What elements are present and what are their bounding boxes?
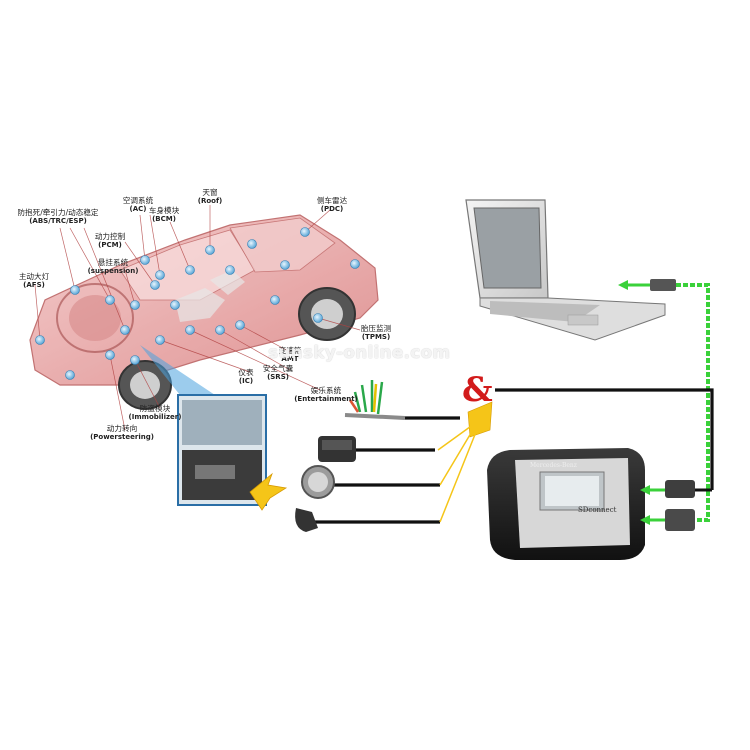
- label-ac-en: (AC): [129, 205, 147, 213]
- ecu-nodes: [35, 227, 360, 380]
- adapter-cables: [295, 380, 406, 532]
- label-pcm: 动力控制(PCM): [95, 232, 125, 250]
- label-srs-en: (SRS): [267, 373, 289, 381]
- label-pcm-en: (PCM): [98, 241, 122, 249]
- label-srs: 安全气囊(SRS): [263, 364, 293, 382]
- label-amt-cn: 变速箱: [278, 346, 302, 355]
- label-tpms-en: (TPMS): [361, 333, 391, 341]
- label-suspension-en: (suspension): [87, 267, 139, 275]
- label-abs-cn: 防抱死/牵引力/动态稳定: [17, 208, 99, 217]
- label-srs-cn: 安全气囊: [262, 364, 294, 373]
- label-abs: 防抱死/牵引力/动态稳定(ABS/TRC/ESP): [17, 208, 98, 226]
- device-connectors: [640, 480, 712, 531]
- black-cables: [315, 388, 714, 524]
- label-pdc-en: (PDC): [320, 205, 344, 213]
- label-ac-cn: 空调系统: [122, 196, 154, 205]
- laptop: [465, 199, 666, 341]
- ampersand-symbol: &: [462, 370, 493, 410]
- laptop-cable: [618, 279, 710, 522]
- yellow-arrows: [437, 401, 493, 523]
- label-entertainment: 娱乐系统(Entertainment): [294, 386, 358, 404]
- device-model: SDconnect: [578, 506, 617, 514]
- label-abs-en: (ABS/TRC/ESP): [29, 217, 87, 225]
- label-pcm-cn: 动力控制: [94, 232, 126, 241]
- label-tpms-cn: 胎压监测: [360, 324, 392, 333]
- label-immobilizer-cn: 防盗模块: [139, 404, 171, 413]
- label-pdc-cn: 侧车雷达: [316, 196, 348, 205]
- device-brand: Mercedes-Benz: [530, 462, 577, 469]
- label-bcm: 车身模块(BCM): [149, 206, 179, 224]
- label-ac: 空调系统(AC): [123, 196, 153, 214]
- label-powersteering: 动力转向(Powersteering): [90, 424, 154, 442]
- label-entertainment-en: (Entertainment): [294, 395, 358, 403]
- label-bcm-cn: 车身模块: [148, 206, 180, 215]
- label-immobilizer: 防盗模块(Immobilizer): [129, 404, 182, 422]
- label-pdc: 侧车雷达(PDC): [317, 196, 347, 214]
- obd-port-callout: [140, 345, 288, 511]
- label-bcm-en: (BCM): [152, 215, 176, 223]
- label-powersteering-en: (Powersteering): [90, 433, 154, 441]
- label-ic-cn: 仪表: [238, 368, 254, 377]
- diagnostic-device: [487, 448, 645, 560]
- label-afs-en: (AFS): [23, 281, 45, 289]
- label-afs: 主动大灯(AFS): [19, 272, 49, 290]
- label-entertainment-cn: 娱乐系统: [310, 386, 342, 395]
- label-amt-en: AMT: [281, 355, 299, 363]
- label-suspension: 悬挂系统(suspension): [88, 258, 139, 276]
- leader-lines: [34, 205, 361, 431]
- label-suspension-cn: 悬挂系统: [97, 258, 129, 267]
- watermark: sunsky-online.com: [268, 343, 451, 363]
- label-roof-en: (Roof): [197, 197, 223, 205]
- car-illustration: [29, 214, 379, 410]
- label-immobilizer-en: (Immobilizer): [128, 413, 182, 421]
- label-tpms: 胎压监测(TPMS): [361, 324, 391, 342]
- label-roof-cn: 天窗: [202, 188, 218, 197]
- label-ic: 仪表(IC): [238, 368, 253, 386]
- label-ic-en: (IC): [238, 377, 254, 385]
- label-powersteering-cn: 动力转向: [106, 424, 138, 433]
- label-roof: 天窗(Roof): [198, 188, 222, 206]
- label-afs-cn: 主动大灯: [18, 272, 50, 281]
